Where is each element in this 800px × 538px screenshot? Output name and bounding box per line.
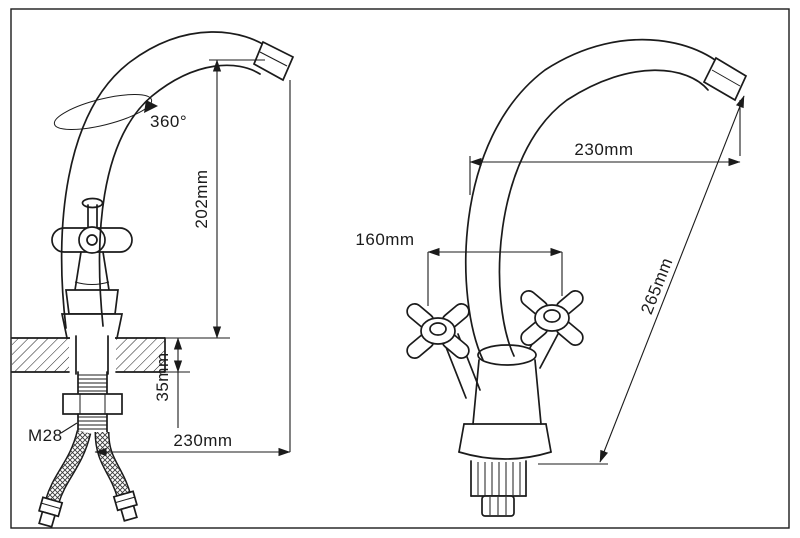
locknut bbox=[62, 393, 123, 415]
swivel-indicator: 360° bbox=[53, 94, 187, 131]
dimension-spout-reach-left: 230mm bbox=[94, 80, 291, 457]
dimension-spout-reach-right: 230mm bbox=[469, 100, 741, 195]
thread-size-callout: M28 bbox=[28, 422, 78, 445]
right-view: 230mm 160mm 265mm bbox=[355, 38, 748, 517]
spout-left bbox=[60, 31, 295, 329]
label-thread-size: M28 bbox=[28, 426, 63, 445]
dimension-spout-height: 202mm bbox=[166, 59, 265, 339]
label-spout-reach-right: 230mm bbox=[574, 140, 633, 159]
label-swivel-angle: 360° bbox=[150, 112, 187, 131]
aerator bbox=[252, 40, 295, 82]
spout-collar bbox=[477, 344, 537, 366]
supply-hoses bbox=[38, 430, 138, 528]
aerator bbox=[702, 56, 748, 102]
label-spout-reach-left: 230mm bbox=[173, 431, 232, 450]
mounting-deck bbox=[11, 337, 166, 373]
dimension-deck-thickness: 35mm bbox=[153, 337, 190, 428]
label-overall-height: 265mm bbox=[637, 255, 676, 317]
hose-fitting bbox=[112, 490, 138, 522]
swivel-arrowhead bbox=[144, 100, 158, 113]
handle-right bbox=[520, 290, 584, 346]
label-handle-span: 160mm bbox=[355, 230, 414, 249]
dimension-handle-span: 160mm bbox=[355, 230, 563, 306]
label-spout-height: 202mm bbox=[192, 169, 211, 228]
drawing-border bbox=[10, 8, 790, 529]
handle-left bbox=[406, 303, 470, 359]
spout-right bbox=[464, 38, 748, 361]
hose-fitting bbox=[38, 496, 64, 528]
label-deck-thickness: 35mm bbox=[153, 352, 172, 401]
threaded-shank bbox=[62, 371, 123, 433]
left-view: 360° 202mm 35mm M28 230mm bbox=[11, 31, 295, 528]
faucet-body-right bbox=[443, 329, 559, 517]
faucet-body-left bbox=[51, 197, 133, 375]
dimension-overall-height: 265mm bbox=[538, 95, 745, 465]
